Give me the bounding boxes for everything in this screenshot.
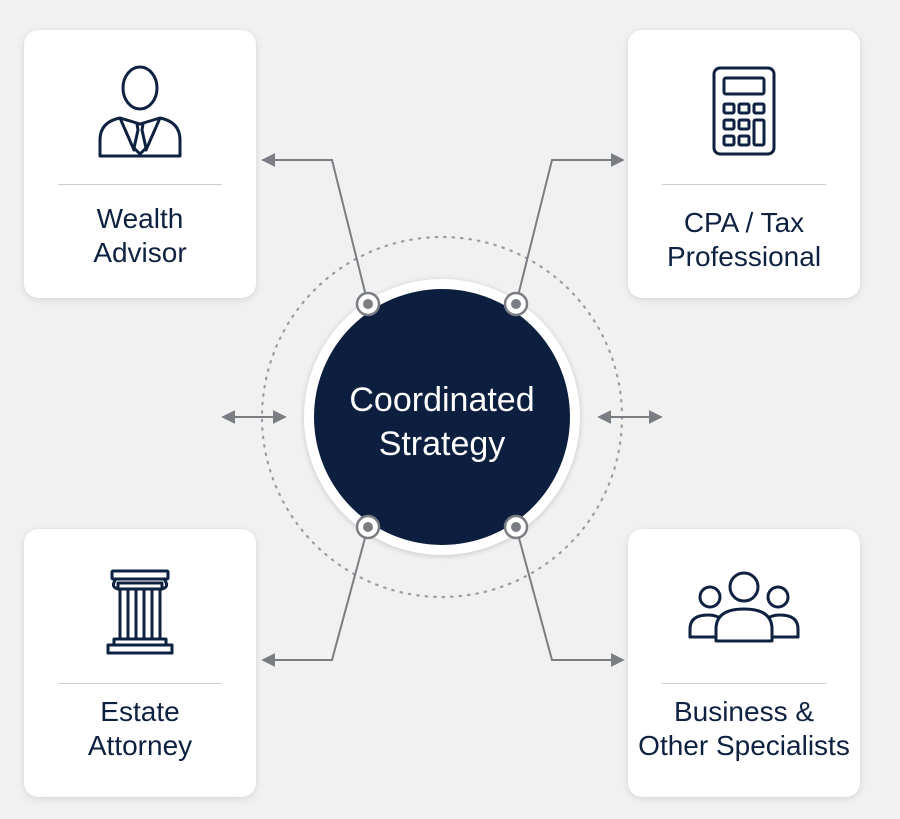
- card-estate-attorney: Estate Attorney: [24, 529, 256, 797]
- card-label-line: Advisor: [93, 237, 187, 268]
- card-label: Estate Attorney: [24, 695, 256, 763]
- hub-circle: [314, 289, 570, 545]
- card-label-line: Other Specialists: [638, 730, 850, 761]
- card-label-line: Estate: [100, 696, 180, 727]
- card-label-line: CPA / Tax: [683, 207, 805, 238]
- connector-specialists: [515, 526, 625, 667]
- card-label: Business & Other Specialists: [628, 695, 860, 763]
- connector-cpa: [515, 153, 625, 305]
- connector-wealth-advisor: [261, 153, 369, 305]
- card-label-line: Professional: [666, 241, 822, 272]
- card-cpa-tax-professional: CPA / Tax Professional: [628, 30, 860, 298]
- card-divider: [58, 683, 222, 684]
- hub-label-line: Coordinated: [349, 381, 535, 419]
- card-divider: [662, 683, 826, 684]
- card-business-specialists: Business & Other Specialists: [628, 529, 860, 797]
- card-label-line: Business &: [673, 696, 815, 727]
- column-pillar-icon: [24, 563, 256, 663]
- card-divider: [662, 184, 826, 185]
- calculator-icon: [628, 60, 860, 160]
- hub-label: Coordinated Strategy: [314, 378, 570, 466]
- group-people-icon: [628, 563, 860, 663]
- connector-estate-attorney: [261, 526, 369, 667]
- card-label-line: Attorney: [87, 730, 193, 761]
- card-label: Wealth Advisor: [24, 202, 256, 270]
- card-wealth-advisor: Wealth Advisor: [24, 30, 256, 298]
- person-with-tie-icon: [24, 60, 256, 160]
- card-divider: [58, 184, 222, 185]
- hub-label-line: Strategy: [378, 425, 506, 463]
- card-label-line: Wealth: [96, 203, 184, 234]
- card-label: CPA / Tax Professional: [628, 206, 860, 274]
